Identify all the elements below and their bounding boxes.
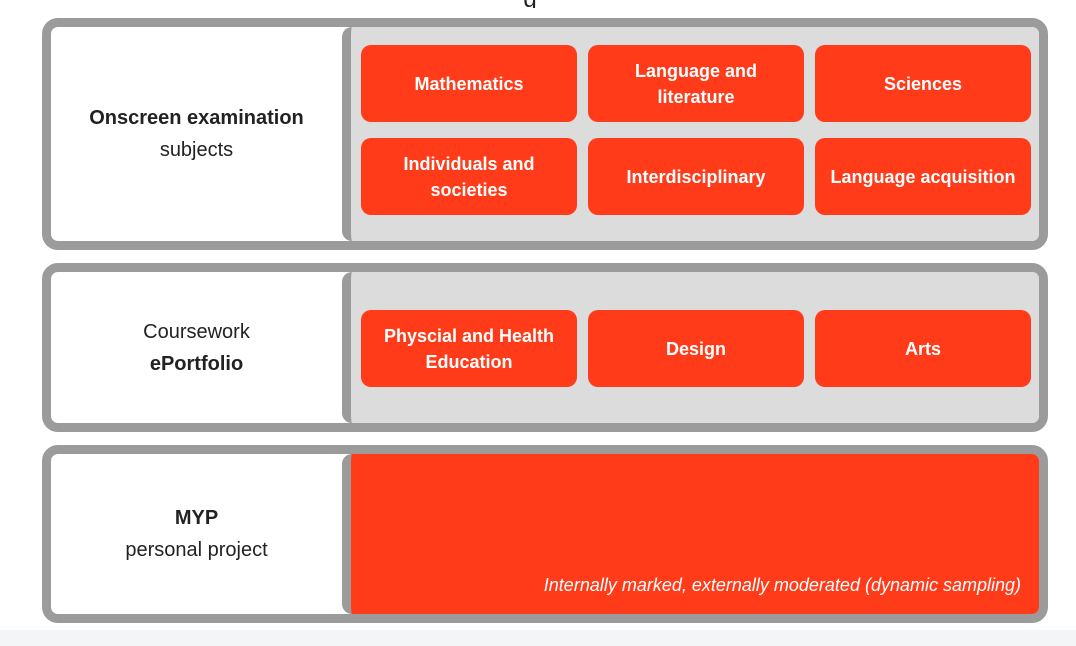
subject-tile-arts: Arts bbox=[815, 310, 1031, 387]
onscreen-subjects-panel: Mathematics Language and literature Scie… bbox=[342, 27, 1039, 241]
subject-tile-interdisciplinary: Interdisciplinary bbox=[588, 138, 804, 215]
personal-project-box: Internally marked, externally moderated … bbox=[342, 454, 1039, 614]
diagram-title-fragment: g bbox=[380, 0, 680, 8]
personal-project-subtitle: personal project bbox=[125, 539, 268, 561]
onscreen-examination-subtitle: subjects bbox=[159, 139, 234, 161]
subject-tile-language-acquisition: Language acquisition bbox=[815, 138, 1031, 215]
subject-tile-language-and-literature: Language and literature bbox=[588, 45, 804, 122]
coursework-subjects-panel: Physcial and Health Education Design Art… bbox=[342, 272, 1039, 423]
personal-project-row: MYP personal project Internally marked, … bbox=[42, 445, 1048, 623]
subject-tile-sciences: Sciences bbox=[815, 45, 1031, 122]
subject-tile-physical-and-health-education: Physcial and Health Education bbox=[361, 310, 577, 387]
myp-label: MYP bbox=[174, 507, 219, 529]
coursework-eportfolio-label: Coursework ePortfolio bbox=[51, 272, 342, 423]
eportfolio-label: ePortfolio bbox=[149, 352, 244, 375]
bottom-band bbox=[0, 630, 1076, 646]
subject-tile-mathematics: Mathematics bbox=[361, 45, 577, 122]
onscreen-examination-row: Onscreen examination subjects Mathematic… bbox=[42, 18, 1048, 250]
onscreen-examination-title: Onscreen examination bbox=[89, 107, 304, 129]
personal-project-label: MYP personal project bbox=[51, 454, 342, 614]
subject-tile-design: Design bbox=[588, 310, 804, 387]
subject-tile-individuals-and-societies: Individuals and societies bbox=[361, 138, 577, 215]
moderation-note: Internally marked, externally moderated … bbox=[543, 575, 1021, 595]
coursework-eportfolio-row: Coursework ePortfolio Physcial and Healt… bbox=[42, 263, 1048, 432]
onscreen-examination-label: Onscreen examination subjects bbox=[51, 27, 342, 241]
coursework-label: Coursework bbox=[143, 320, 250, 343]
